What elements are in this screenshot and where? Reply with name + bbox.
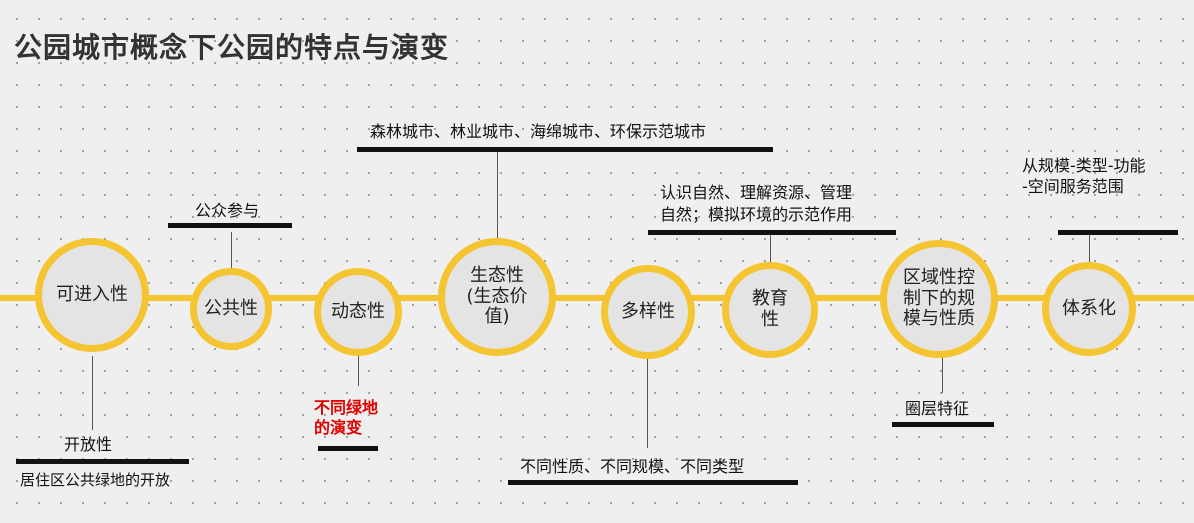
annotation-bar bbox=[508, 480, 798, 485]
node-label: 多样性 bbox=[621, 300, 675, 322]
annotation-layer-feature: 圈层特征 bbox=[905, 399, 970, 418]
node-label: 动态性 bbox=[331, 300, 385, 322]
annotation-city-types: 森林城市、林业城市、海绵城市、环保示范城市 bbox=[370, 122, 707, 141]
node-accessibility: 可进入性 bbox=[35, 238, 149, 352]
node-label: 区域性控 制下的规 模与性质 bbox=[903, 266, 975, 330]
timeline-line bbox=[0, 295, 1194, 301]
annotation-bar bbox=[1058, 230, 1178, 235]
connector-line bbox=[231, 232, 232, 270]
annotation-bar bbox=[648, 230, 896, 235]
node-label: 体系化 bbox=[1062, 297, 1116, 319]
connector-line bbox=[770, 234, 771, 264]
node-publicness: 公共性 bbox=[190, 268, 272, 350]
connector-line bbox=[358, 354, 359, 386]
connector-line bbox=[92, 356, 93, 430]
annotation-bar bbox=[892, 422, 994, 427]
node-label: 可进入性 bbox=[56, 283, 128, 305]
connector-line bbox=[1089, 234, 1090, 268]
annotation-diversity-types: 不同性质、不同规模、不同类型 bbox=[520, 457, 745, 476]
annotation-residential-green-opening: 居住区公共绿地的开放 bbox=[20, 471, 171, 489]
page-title: 公园城市概念下公园的特点与演变 bbox=[14, 31, 450, 64]
annotation-bar bbox=[168, 223, 292, 228]
node-label: 公共性 bbox=[204, 297, 258, 319]
node-systematization: 体系化 bbox=[1042, 262, 1136, 356]
annotation-public-participation: 公众参与 bbox=[195, 201, 260, 220]
connector-line bbox=[942, 355, 943, 393]
annotation-green-evolution: 不同绿地 的演变 bbox=[314, 398, 379, 437]
node-regional-control: 区域性控 制下的规 模与性质 bbox=[880, 240, 998, 358]
node-dynamism: 动态性 bbox=[314, 268, 402, 356]
annotation-bar bbox=[318, 446, 378, 451]
node-label: 教育 性 bbox=[752, 288, 788, 330]
annotation-bar bbox=[16, 459, 189, 464]
connector-line bbox=[647, 358, 648, 448]
connector-line bbox=[497, 150, 498, 242]
annotation-openness: 开放性 bbox=[64, 435, 113, 454]
node-education: 教育 性 bbox=[722, 262, 818, 358]
node-diversity: 多样性 bbox=[601, 265, 695, 359]
node-ecology: 生态性 (生态价 值) bbox=[438, 238, 556, 356]
node-label: 生态性 (生态价 值) bbox=[466, 264, 528, 328]
annotation-education-role: 认识自然、理解资源、管理 自然；模拟环境的示范作用 bbox=[660, 183, 853, 225]
annotation-system-scope: 从规模-类型-功能 -空间服务范围 bbox=[1022, 156, 1146, 196]
annotation-bar bbox=[357, 147, 773, 152]
